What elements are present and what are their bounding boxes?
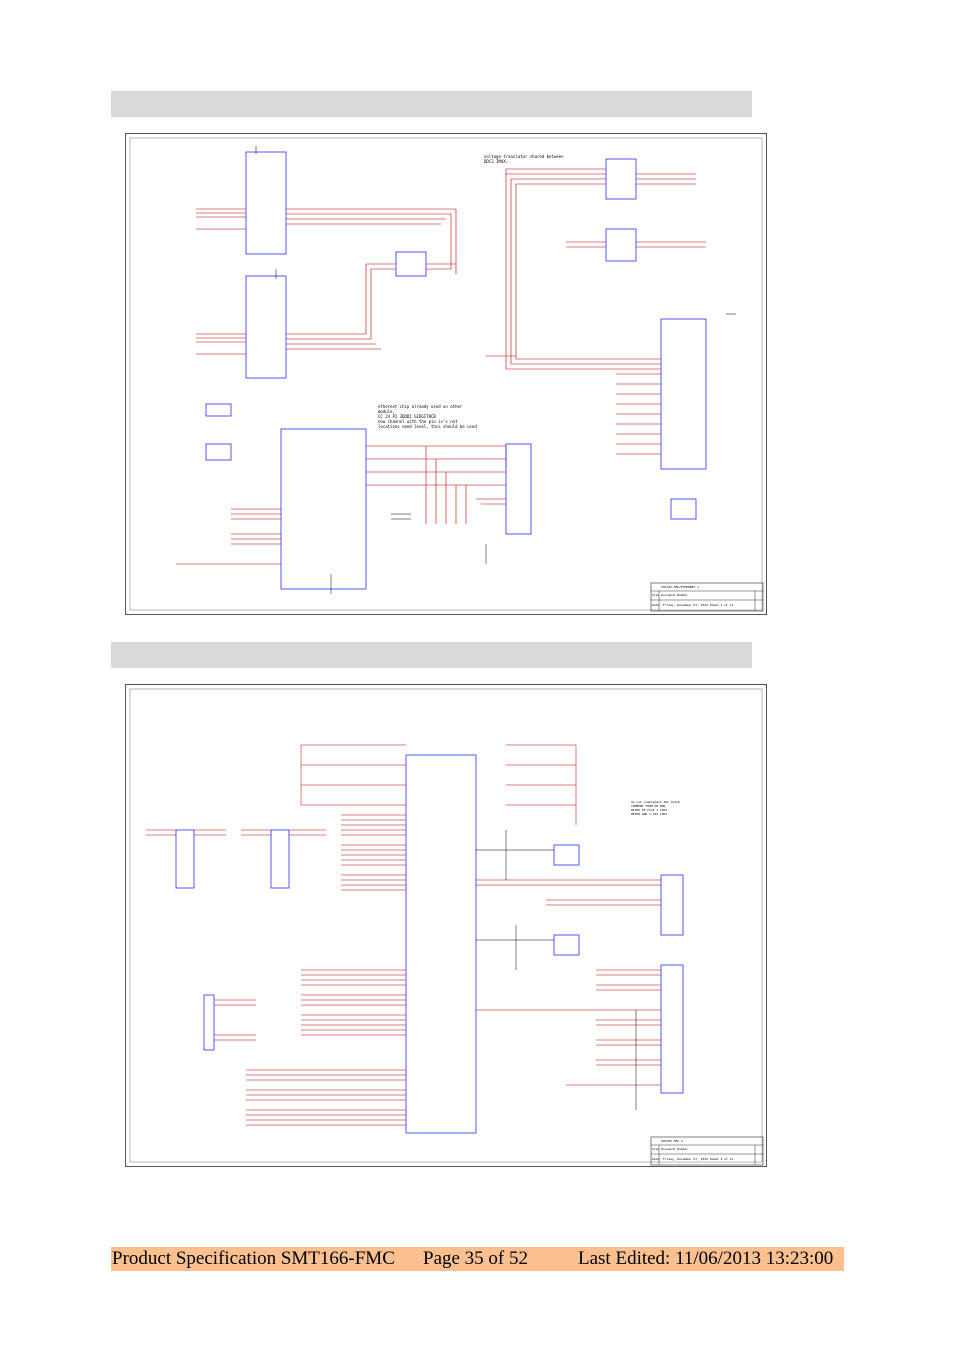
title-block-2-date: Date: Friday, December 07, 2012 Sheet 2 … bbox=[652, 1157, 734, 1161]
title-block-1-size: Size bbox=[652, 593, 660, 597]
title-block-2-name: SHT166-FMC 2 bbox=[661, 1139, 683, 1143]
schematic-drawing-1 bbox=[129, 137, 764, 612]
title-block-1-docnum: Document Number bbox=[661, 593, 689, 597]
title-block-2-size: Size bbox=[652, 1147, 660, 1151]
footer-edited: Last Edited: 11/06/2013 13:23:00 bbox=[578, 1248, 834, 1269]
section-header-bar-1 bbox=[111, 91, 752, 117]
title-block-1-name: SHT166-FMC/ETHERNET 1 bbox=[661, 585, 699, 589]
schematic-sheet-1: voltage translator shared between DDC2 I… bbox=[125, 133, 767, 615]
schematic-drawing-2 bbox=[129, 688, 764, 1166]
page-footer: Product Specification SMT166-FMC Page 35… bbox=[111, 1247, 844, 1271]
schematic-sheet-2: do not complement AUL_CLOCK COMMENT FORM… bbox=[125, 684, 767, 1167]
footer-page: Page 35 of 52 bbox=[423, 1248, 529, 1269]
title-block-2-docnum: Document Number bbox=[661, 1147, 689, 1151]
schematic-note-voltage: voltage translator shared between DDC2 I… bbox=[484, 154, 564, 164]
title-block-1-date: Date: Friday, December 07, 2012 Sheet 1 … bbox=[652, 603, 734, 607]
section-header-bar-2 bbox=[111, 642, 752, 668]
schematic-note-clock: do not complement AUL_CLOCK COMMENT FORM… bbox=[631, 800, 680, 816]
footer-product: Product Specification SMT166-FMC bbox=[112, 1248, 395, 1269]
schematic-note-ethernet: ethernet chip already used on other modu… bbox=[378, 404, 477, 429]
